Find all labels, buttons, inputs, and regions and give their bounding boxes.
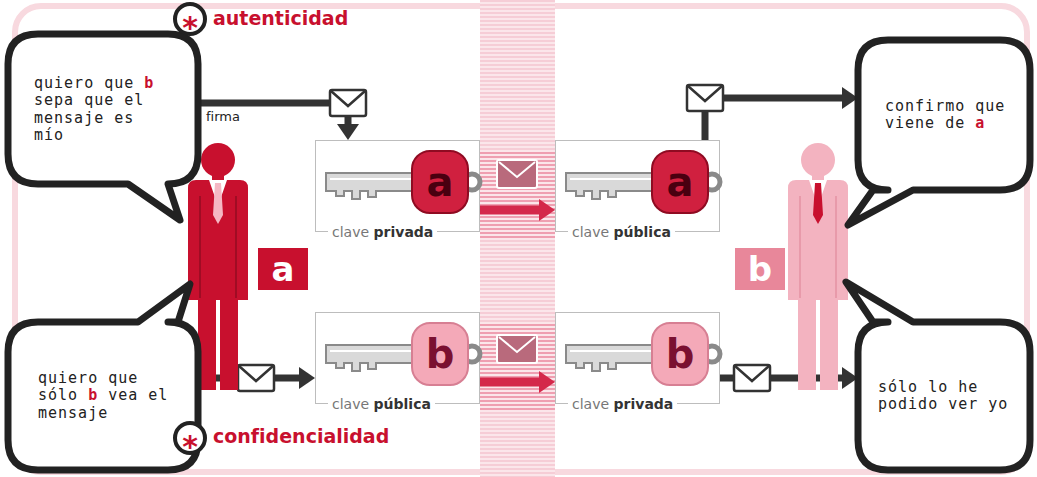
key-label: clave privada: [568, 396, 677, 412]
bubble-text: confirmo que viene de a: [885, 98, 1020, 133]
channel-hatch-dark: [480, 322, 555, 412]
concept-title: autenticidad: [213, 6, 348, 30]
bubble-text: quiero que b sepa que el mensaje es mío: [34, 75, 169, 144]
speech-bubble: confirmo que viene de a: [858, 40, 1030, 190]
key-box: aclave pública: [555, 140, 720, 232]
bubble-text: sólo lo he podido ver yo: [878, 379, 1013, 414]
bubble-text: quiero que sólo b vea el mensaje: [38, 370, 173, 422]
envelope-icon: [687, 85, 723, 111]
key-letter: b: [656, 327, 704, 381]
channel-hatch: [480, 0, 555, 477]
key-label: clave pública: [328, 396, 435, 412]
envelope-icon: [330, 90, 366, 116]
speech-bubble: quiero que b sepa que el mensaje es mío: [8, 34, 198, 184]
edge-label: firma: [204, 109, 242, 124]
key-drawing: [316, 141, 479, 231]
key-box: bclave pública: [315, 312, 480, 404]
concept-title: confidencialidad: [213, 424, 389, 448]
asterisk-mark: *: [173, 2, 207, 36]
person-letter: b: [735, 248, 785, 290]
speech-bubble: sólo lo he podido ver yo: [858, 322, 1030, 470]
speech-bubble: quiero que sólo b vea el mensaje: [8, 322, 198, 470]
asterisk-mark: *: [173, 421, 207, 455]
key-letter: a: [656, 155, 704, 209]
key-drawing: [556, 141, 719, 231]
bubble-outline: [8, 322, 198, 470]
envelope-in-transit: [497, 160, 537, 188]
person-tag: a: [258, 248, 308, 290]
key-box: aclave privada: [315, 140, 480, 232]
key-label: clave privada: [328, 224, 437, 240]
flow-arrow: [705, 87, 858, 140]
key-letter: b: [416, 327, 464, 381]
transfer-arrow: [480, 371, 555, 393]
person-letter: a: [258, 248, 308, 290]
person-figure: [788, 143, 848, 390]
key-label: clave pública: [568, 224, 675, 240]
channel-hatch-dark: [480, 150, 555, 240]
key-drawing: [316, 313, 479, 403]
envelope-icon: [734, 365, 770, 391]
key-drawing: [556, 313, 719, 403]
transfer-arrow: [480, 199, 555, 221]
key-box: bclave privada: [555, 312, 720, 404]
person-tag: b: [735, 248, 785, 290]
channel-band: [480, 0, 555, 477]
envelope-in-transit: [497, 335, 537, 363]
envelope-icon: [238, 365, 274, 391]
key-letter: a: [416, 155, 464, 209]
